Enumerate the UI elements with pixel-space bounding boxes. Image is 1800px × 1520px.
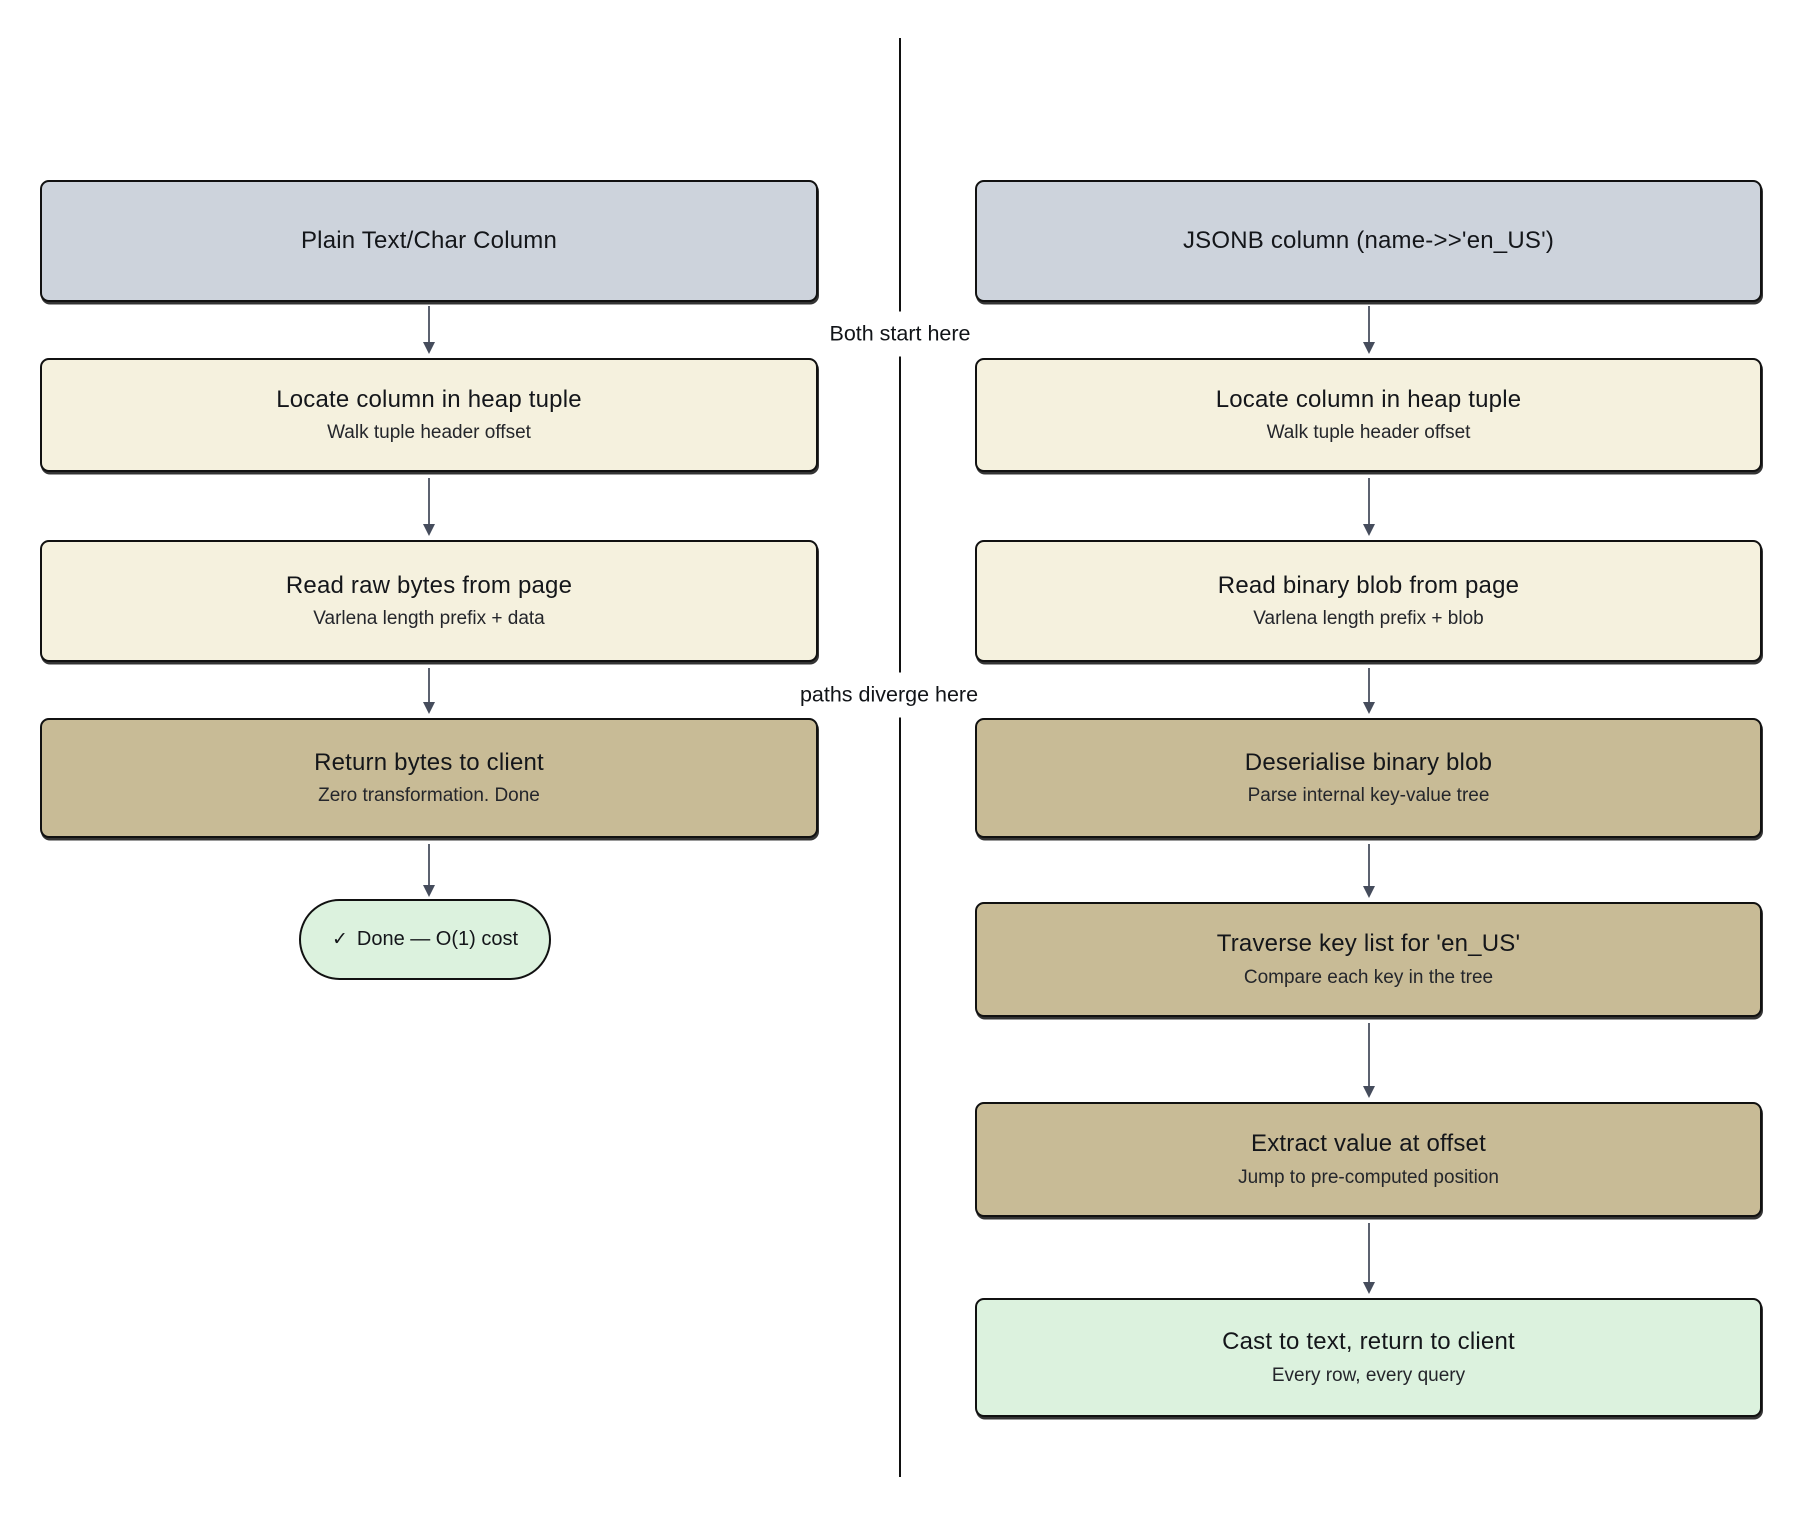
terminal-label: Done — O(1) cost	[356, 928, 519, 950]
left-locate-node: Locate column in heap tuple Walk tuple h…	[40, 358, 818, 472]
flow-arrow	[1363, 306, 1375, 354]
right-read-node: Read binary blob from page Varlena lengt…	[975, 540, 1762, 662]
node-title: Traverse key list for 'en_US'	[1216, 930, 1521, 958]
right-traverse-node: Traverse key list for 'en_US' Compare ea…	[975, 902, 1762, 1017]
node-subtitle: Walk tuple header offset	[1266, 422, 1471, 444]
right-header-node: JSONB column (name->>'en_US')	[975, 180, 1762, 302]
node-subtitle: Every row, every query	[1271, 1364, 1466, 1386]
node-title: Cast to text, return to client	[1222, 1328, 1515, 1356]
flow-arrow	[423, 478, 435, 536]
node-subtitle: Varlena length prefix + data	[313, 608, 545, 630]
divider-label-diverge: paths diverge here	[785, 672, 993, 718]
left-return-node: Return bytes to client Zero transformati…	[40, 718, 818, 838]
flow-arrow	[1363, 1023, 1375, 1098]
left-header-node: Plain Text/Char Column	[40, 180, 818, 302]
node-subtitle: Parse internal key-value tree	[1247, 785, 1490, 807]
flow-arrow	[1363, 844, 1375, 898]
flow-arrow	[423, 668, 435, 714]
node-title: Extract value at offset	[1251, 1130, 1486, 1158]
right-locate-node: Locate column in heap tuple Walk tuple h…	[975, 358, 1762, 472]
left-read-node: Read raw bytes from page Varlena length …	[40, 540, 818, 662]
node-title: Plain Text/Char Column	[300, 227, 558, 255]
node-title: Deserialise binary blob	[1244, 748, 1493, 776]
flow-arrow	[1363, 478, 1375, 536]
right-cast-node: Cast to text, return to client Every row…	[975, 1298, 1762, 1417]
node-title: Read binary blob from page	[1217, 571, 1520, 599]
check-icon: ✓	[331, 929, 348, 950]
node-subtitle: Compare each key in the tree	[1243, 966, 1494, 988]
node-title: JSONB column (name->>'en_US')	[1182, 227, 1555, 255]
node-subtitle: Varlena length prefix + blob	[1253, 608, 1484, 630]
node-subtitle: Jump to pre-computed position	[1238, 1166, 1499, 1188]
divider-line	[899, 38, 901, 1477]
right-deserialise-node: Deserialise binary blob Parse internal k…	[975, 718, 1762, 838]
node-title: Read raw bytes from page	[285, 571, 573, 599]
node-title: Locate column in heap tuple	[1215, 385, 1522, 413]
node-title: Return bytes to client	[314, 748, 544, 776]
right-extract-node: Extract value at offset Jump to pre-comp…	[975, 1102, 1762, 1217]
terminal-pill: ✓ Done — O(1) cost	[299, 899, 551, 980]
node-subtitle: Walk tuple header offset	[327, 422, 531, 444]
divider-label-start: Both start here	[815, 311, 985, 357]
flow-arrow	[423, 844, 435, 897]
node-subtitle: Zero transformation. Done	[318, 785, 540, 807]
flow-arrow	[423, 306, 435, 354]
node-title: Locate column in heap tuple	[276, 385, 582, 413]
flow-arrow	[1363, 1223, 1375, 1294]
flow-arrow	[1363, 668, 1375, 714]
